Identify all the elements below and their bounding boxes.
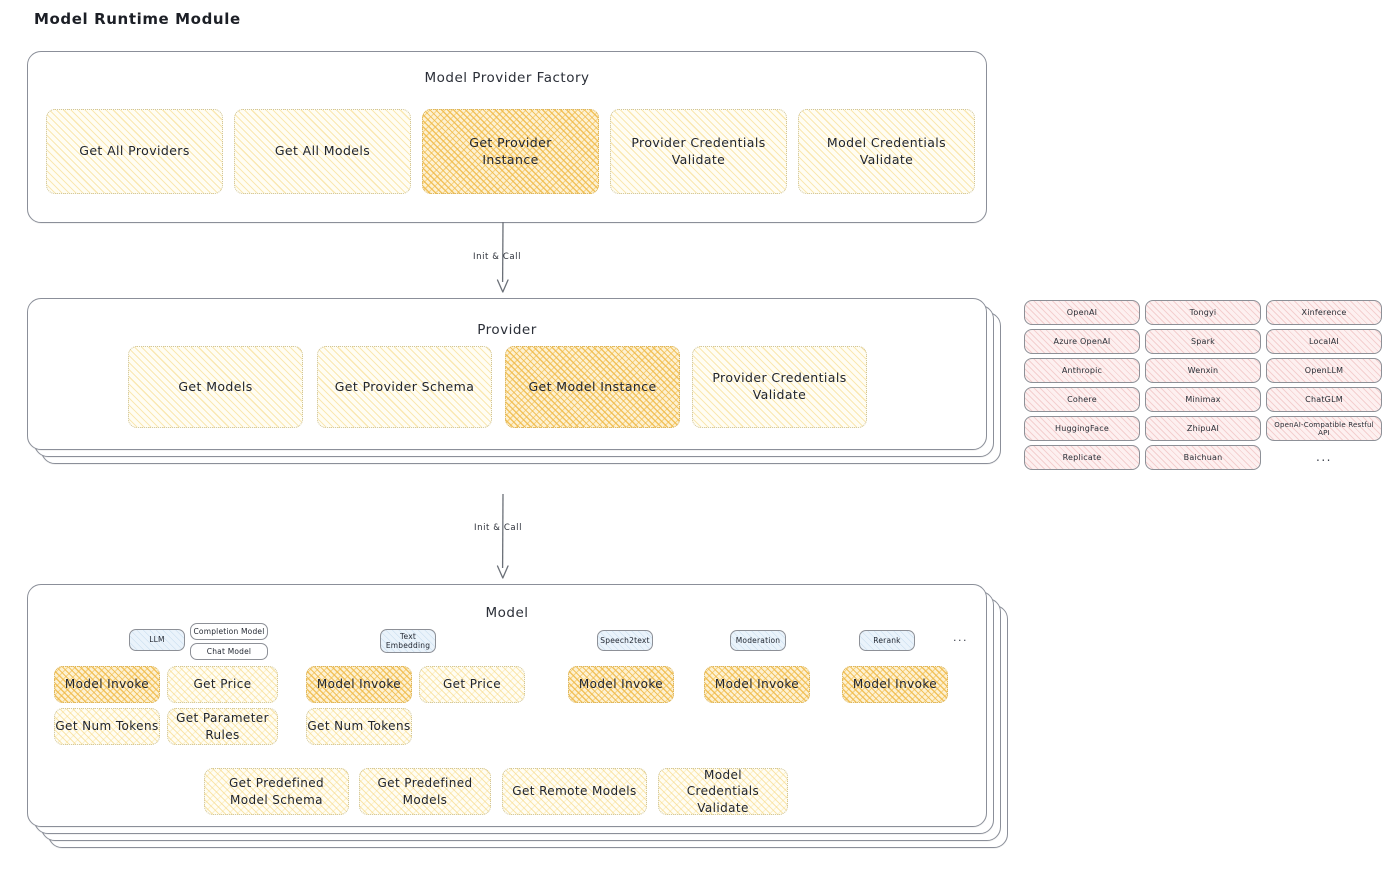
factory-title: Model Provider Factory xyxy=(424,70,590,86)
provider-chip-anthropic[interactable]: Anthropic xyxy=(1024,358,1140,383)
node-get-provider-instance[interactable]: Get Provider Instance xyxy=(422,109,599,194)
provider-chip-huggingface[interactable]: HuggingFace xyxy=(1024,416,1140,441)
panel-model-stack: Model LLM Completion Model Chat Model Mo… xyxy=(27,584,1027,854)
arrow-factory-to-provider xyxy=(487,221,519,298)
provider-chip-openllm[interactable]: OpenLLM xyxy=(1266,358,1382,383)
node-get-predefined-models[interactable]: Get Predefined Models xyxy=(359,768,491,815)
provider-list-more: ... xyxy=(1316,450,1332,464)
arrow-icon xyxy=(496,493,509,579)
provider-chip-openai-compatible[interactable]: OpenAI-Compatible Restful API xyxy=(1266,416,1382,441)
provider-chip-tongyi[interactable]: Tongyi xyxy=(1145,300,1261,325)
provider-chip-wenxin[interactable]: Wenxin xyxy=(1145,358,1261,383)
arrow-label-init-call-1: Init & Call xyxy=(473,252,522,262)
model-type-chip-text-embedding[interactable]: Text Embedding xyxy=(380,629,436,653)
node-get-predefined-model-schema[interactable]: Get Predefined Model Schema xyxy=(204,768,349,815)
panel-provider: Provider Get Models Get Provider Schema … xyxy=(27,298,987,450)
model-type-chip-moderation[interactable]: Moderation xyxy=(730,630,786,651)
node-text-embedding-get-num-tokens[interactable]: Get Num Tokens xyxy=(306,708,412,745)
panel-provider-stack: Provider Get Models Get Provider Schema … xyxy=(27,298,1012,473)
node-model-credentials-validate-3[interactable]: Model Credentials Validate xyxy=(658,768,788,815)
node-get-models[interactable]: Get Models xyxy=(128,346,303,428)
node-get-provider-schema[interactable]: Get Provider Schema xyxy=(317,346,492,428)
panel-model: Model LLM Completion Model Chat Model Mo… xyxy=(27,584,987,827)
arrow-provider-to-model xyxy=(487,493,519,584)
model-types-more: ... xyxy=(953,631,968,644)
model-subtype-chip-completion-model[interactable]: Completion Model xyxy=(190,623,268,640)
node-llm-get-num-tokens[interactable]: Get Num Tokens xyxy=(54,708,160,745)
node-llm-get-parameter-rules[interactable]: Get Parameter Rules xyxy=(167,708,278,745)
node-moderation-model-invoke[interactable]: Model Invoke xyxy=(704,666,810,703)
provider-chip-zhipuai[interactable]: ZhipuAI xyxy=(1145,416,1261,441)
node-model-credentials-validate[interactable]: Model Credentials Validate xyxy=(798,109,975,194)
node-llm-model-invoke[interactable]: Model Invoke xyxy=(54,666,160,703)
arrow-label-init-call-2: Init & Call xyxy=(474,523,523,533)
node-llm-get-price[interactable]: Get Price xyxy=(167,666,278,703)
page-title: Model Runtime Module xyxy=(34,10,241,28)
arrow-icon xyxy=(496,221,509,293)
model-title: Model xyxy=(485,605,529,621)
provider-chip-replicate[interactable]: Replicate xyxy=(1024,445,1140,470)
provider-chip-localai[interactable]: LocalAI xyxy=(1266,329,1382,354)
model-type-chip-rerank[interactable]: Rerank xyxy=(859,630,915,651)
provider-list: OpenAI Azure OpenAI Anthropic Cohere Hug… xyxy=(1024,300,1384,475)
model-type-chip-llm[interactable]: LLM xyxy=(129,629,185,651)
node-get-all-models[interactable]: Get All Models xyxy=(234,109,411,194)
provider-title: Provider xyxy=(477,322,537,338)
node-speech2text-model-invoke[interactable]: Model Invoke xyxy=(568,666,674,703)
node-get-all-providers[interactable]: Get All Providers xyxy=(46,109,223,194)
model-type-chip-speech2text[interactable]: Speech2text xyxy=(597,630,653,651)
node-provider-credentials-validate-2[interactable]: Provider Credentials Validate xyxy=(692,346,867,428)
provider-chip-baichuan[interactable]: Baichuan xyxy=(1145,445,1261,470)
provider-chip-azure-openai[interactable]: Azure OpenAI xyxy=(1024,329,1140,354)
provider-chip-spark[interactable]: Spark xyxy=(1145,329,1261,354)
provider-chip-minimax[interactable]: Minimax xyxy=(1145,387,1261,412)
model-subtype-chip-chat-model[interactable]: Chat Model xyxy=(190,643,268,660)
node-provider-credentials-validate[interactable]: Provider Credentials Validate xyxy=(610,109,787,194)
provider-chip-openai[interactable]: OpenAI xyxy=(1024,300,1140,325)
node-get-remote-models[interactable]: Get Remote Models xyxy=(502,768,647,815)
provider-chip-chatglm[interactable]: ChatGLM xyxy=(1266,387,1382,412)
node-rerank-model-invoke[interactable]: Model Invoke xyxy=(842,666,948,703)
provider-chip-xinference[interactable]: Xinference xyxy=(1266,300,1382,325)
node-get-model-instance[interactable]: Get Model Instance xyxy=(505,346,680,428)
panel-model-provider-factory: Model Provider Factory Get All Providers… xyxy=(27,51,987,223)
node-text-embedding-model-invoke[interactable]: Model Invoke xyxy=(306,666,412,703)
node-text-embedding-get-price[interactable]: Get Price xyxy=(419,666,525,703)
provider-chip-cohere[interactable]: Cohere xyxy=(1024,387,1140,412)
